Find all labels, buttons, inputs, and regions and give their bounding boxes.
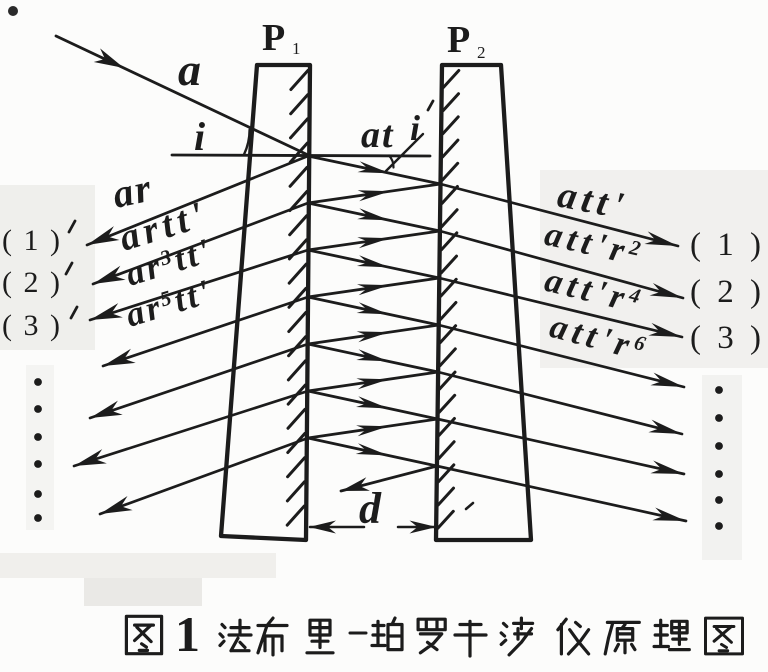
svg-text:1: 1 xyxy=(175,606,200,662)
svg-text:P: P xyxy=(262,17,285,59)
svg-text:at: at xyxy=(361,114,395,156)
svg-text:i: i xyxy=(194,114,205,159)
svg-text:a: a xyxy=(178,44,201,95)
svg-text:( 1 ): ( 1 ) xyxy=(2,224,62,257)
svg-text:1: 1 xyxy=(292,39,301,58)
svg-text:ar: ar xyxy=(109,165,157,217)
svg-text:P: P xyxy=(447,19,470,61)
svg-text:( 2 ): ( 2 ) xyxy=(690,274,765,310)
svg-text:( 1 ): ( 1 ) xyxy=(690,227,765,263)
svg-text:2: 2 xyxy=(477,43,486,62)
svg-text:( 3 ): ( 3 ) xyxy=(690,320,765,356)
svg-text:( 2 ): ( 2 ) xyxy=(2,266,62,299)
svg-text:d: d xyxy=(359,484,382,533)
svg-text:( 3 ): ( 3 ) xyxy=(2,309,62,342)
svg-text:i: i xyxy=(410,108,420,148)
